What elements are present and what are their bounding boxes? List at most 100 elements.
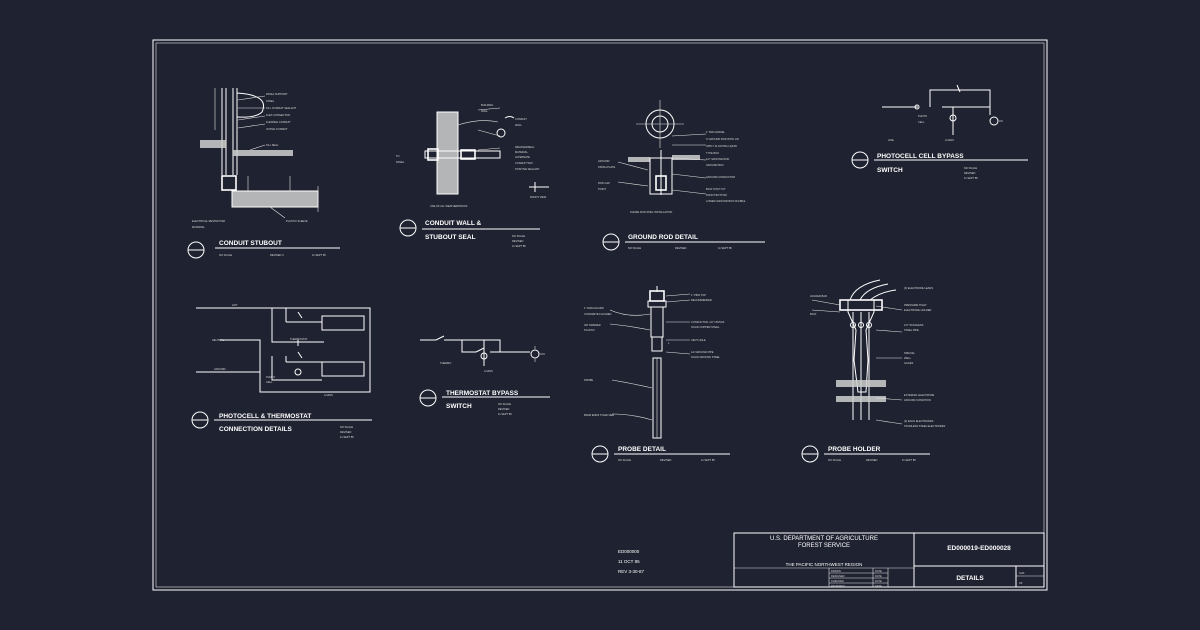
probe-holder-title: PROBE HOLDER — [828, 446, 881, 453]
photocell-thermostat-title-line2: CONNECTION DETAILS — [219, 426, 292, 433]
svg-text:NEUTRAL: NEUTRAL — [212, 338, 225, 342]
svg-text:1" PIPE TOP: 1" PIPE TOP — [691, 293, 706, 297]
svg-text:FINISH PLATE: FINISH PLATE — [598, 165, 616, 169]
title-block: U.S. DEPARTMENT OF AGRICULTURE FOREST SE… — [733, 532, 1045, 588]
probe-detail-title: PROBE DETAIL — [618, 446, 666, 453]
svg-text:TO: TO — [396, 154, 400, 158]
photocell-bypass-title-line1: PHOTOCELL CELL BYPASS — [877, 153, 964, 160]
svg-text:FRONT BOTTOM: FRONT BOTTOM — [706, 193, 727, 197]
svg-text:POINT: POINT — [598, 187, 606, 191]
svg-text:FLEXIBLE CONDUIT: FLEXIBLE CONDUIT — [266, 120, 291, 124]
svg-text:BAND ENDS TOGETHER: BAND ENDS TOGETHER — [584, 413, 614, 417]
svg-text:REVISED: REVISED — [660, 458, 672, 462]
svg-text:FILL SEAL: FILL SEAL — [266, 143, 279, 147]
thermostat-bypass-title-line1: THERMOSTAT BYPASS — [446, 390, 519, 397]
row-reviewed: REVIEWED — [831, 584, 845, 588]
svg-text:BOLT 8 NUT KIT: BOLT 8 NUT KIT — [706, 187, 726, 191]
photocell-bypass-title-line2: SWITCH — [877, 167, 903, 174]
sheet-of: OF — [1019, 581, 1023, 585]
date-label-2: DATE — [875, 574, 882, 578]
svg-text:BUILDING: BUILDING — [481, 103, 493, 107]
svg-text:REVISED: REVISED — [675, 246, 687, 250]
svg-text:STAINLESS STEEL ELECTRODES: STAINLESS STEEL ELECTRODES — [904, 424, 945, 428]
probe-detail-drawing: 1" PIPE TOP RECOMMENDED CONDUCTOR, 1/2" … — [584, 286, 725, 439]
svg-text:REVISED: REVISED — [866, 458, 878, 462]
thermostat-bypass-title-line2: SWITCH — [446, 403, 472, 410]
photocell-bypass-wiring: PHOTO CELL LOADS LINE — [882, 84, 1003, 142]
svg-text:L: L — [668, 341, 670, 345]
svg-text:NO SCALE: NO SCALE — [618, 458, 631, 462]
detail-probe-holder: HOLDER BAR BOLT (3) ELECTRODE LEADS PRES… — [801, 279, 945, 463]
ground-rod-drawing: 1" MIN GRAVEL 3' GROUND ROD WITH LID APP… — [598, 100, 746, 214]
svg-text:OUTER CONDUIT: OUTER CONDUIT — [266, 127, 288, 131]
stamp-line2: 11 OCT 85 — [618, 559, 640, 564]
svg-text:USE OF ALL WEATHERPROOF: USE OF ALL WEATHERPROOF — [430, 204, 468, 208]
svg-text:VENT HOLE: VENT HOLE — [691, 338, 706, 342]
svg-text:CONDUCTOR, 1/2" UNISOF: CONDUCTOR, 1/2" UNISOF — [691, 320, 725, 324]
svg-text:ROD GAP: ROD GAP — [598, 181, 610, 185]
svg-text:11 SEPT 85: 11 SEPT 85 — [718, 246, 732, 250]
svg-text:SPECIAL: SPECIAL — [904, 351, 916, 355]
svg-text:GROUND CONDUCTOR: GROUND CONDUCTOR — [706, 175, 735, 179]
svg-text:LOWER GROUND BOX DOUBLE: LOWER GROUND BOX DOUBLE — [706, 199, 746, 203]
svg-text:MATERIAL: MATERIAL — [515, 150, 528, 154]
svg-text:NO SCALE: NO SCALE — [964, 166, 977, 170]
svg-text:PROBE: PROBE — [584, 378, 593, 382]
svg-text:GROUND CONDITION: GROUND CONDITION — [904, 398, 931, 402]
svg-text:11 SEPT 85: 11 SEPT 85 — [964, 176, 978, 180]
svg-text:REVISED: REVISED — [340, 430, 352, 434]
svg-text:NO SCALE: NO SCALE — [512, 234, 525, 238]
svg-text:CONDUIT: CONDUIT — [515, 117, 527, 121]
detail-conduit-stubout: PANEL SUPPORT STEEL FILL CONDUIT SEALANT… — [187, 88, 340, 259]
svg-text:SOLID GROUND STEEL: SOLID GROUND STEEL — [691, 355, 721, 359]
svg-text:ELECTRICAL RESTRICTED: ELECTRICAL RESTRICTED — [192, 219, 225, 223]
svg-text:PLASTIC SLEEVE: PLASTIC SLEEVE — [286, 219, 308, 223]
svg-text:POSITIVE SEALANT: POSITIVE SEALANT — [515, 167, 540, 171]
thermostat-bypass-wiring: THERMO LOADS — [420, 335, 545, 373]
svg-text:11 SEPT 85: 11 SEPT 85 — [512, 244, 526, 248]
svg-text:(3) ELECTRODE LEADS: (3) ELECTRODE LEADS — [904, 286, 933, 290]
svg-text:NO SCALE: NO SCALE — [628, 246, 641, 250]
svg-text:MATERIAL: MATERIAL — [192, 225, 205, 229]
svg-text:1" DIAM GUARD: 1" DIAM GUARD — [584, 306, 604, 310]
svg-text:STEEL: STEEL — [266, 99, 275, 103]
svg-text:11 SEPT 85: 11 SEPT 85 — [340, 435, 354, 439]
svg-text:LOADS: LOADS — [324, 393, 333, 397]
svg-text:WALL: WALL — [515, 123, 523, 127]
probe-holder-drawing: HOLDER BAR BOLT (3) ELECTRODE LEADS PRES… — [810, 279, 945, 428]
photocell-thermostat-title-line1: PHOTOCELL & THERMOSTAT — [219, 413, 311, 420]
conduit-stubout-title: CONDUIT STUBOUT — [219, 240, 282, 247]
svg-text:WELL: WELL — [904, 356, 912, 360]
detail-probe: 1" PIPE TOP RECOMMENDED CONDUCTOR, 1/2" … — [584, 286, 730, 463]
row-checked: CHECKED — [831, 579, 844, 583]
svg-text:1" MIN GRAVEL: 1" MIN GRAVEL — [706, 130, 725, 134]
svg-text:BOLT: BOLT — [810, 312, 817, 316]
stamp-line1: ED000000 — [618, 549, 640, 554]
date-label-4: DATE — [875, 584, 882, 588]
svg-text:HOLDER BAR: HOLDER BAR — [810, 294, 827, 298]
detail-thermostat-bypass: THERMO LOADS THERMOSTAT BYPASS SWITCH NO… — [419, 335, 550, 416]
ground-rod-title: GROUND ROD DETAIL — [628, 234, 698, 241]
svg-text:11 SEPT 85: 11 SEPT 85 — [498, 412, 512, 416]
svg-text:ELECTRODE HOLDER: ELECTRODE HOLDER — [904, 308, 932, 312]
stamp-line3: REV 3-30-87 — [618, 569, 645, 574]
svg-text:CONDUIT WAY: CONDUIT WAY — [515, 161, 533, 165]
detail-ground-rod: 1" MIN GRAVEL 3' GROUND ROD WITH LID APP… — [598, 100, 765, 251]
svg-text:11 SEPT 85: 11 SEPT 85 — [902, 458, 916, 462]
svg-text:FLEX CONNECTOR: FLEX CONNECTOR — [266, 113, 290, 117]
svg-text:GROUND BOX: GROUND BOX — [706, 163, 724, 167]
svg-text:PLASTIC: PLASTIC — [584, 328, 595, 332]
svg-text:NO SCALE: NO SCALE — [219, 253, 232, 257]
svg-text:1/2" GROUND ROD: 1/2" GROUND ROD — [706, 157, 729, 161]
svg-text:GAGES: GAGES — [904, 361, 913, 365]
svg-text:REVISED: REVISED — [512, 239, 524, 243]
svg-text:11 SEPT 85: 11 SEPT 85 — [312, 253, 326, 257]
conduit-stubout-drawing: PANEL SUPPORT STEEL FILL CONDUIT SEALANT… — [192, 88, 319, 229]
drawing-stamp: ED000000 11 OCT 85 REV 3-30-87 — [618, 549, 645, 574]
svg-text:FILL CONDUIT SEALANT: FILL CONDUIT SEALANT — [266, 106, 297, 110]
sheet-label: SHS — [1019, 571, 1025, 575]
svg-text:TYPE BOX: TYPE BOX — [706, 151, 719, 155]
svg-text:NO SCALE: NO SCALE — [828, 458, 841, 462]
svg-text:GROUND: GROUND — [598, 159, 610, 163]
